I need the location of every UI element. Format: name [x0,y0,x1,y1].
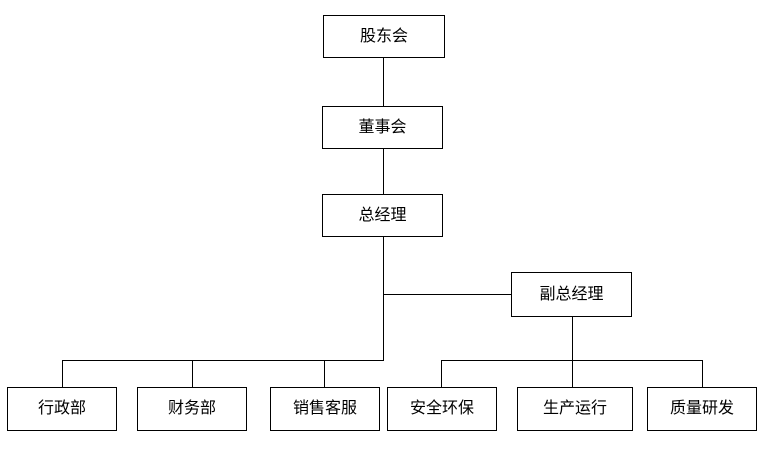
connector-drop-safety [441,360,442,387]
node-deputy-general-manager: 副总经理 [511,272,632,317]
node-safety-env: 安全环保 [387,387,497,431]
node-sales-service: 销售客服 [270,387,380,431]
node-general-manager: 总经理 [322,194,443,237]
connector-left-bus [62,360,384,361]
connector-deputy-trunk [572,317,573,361]
node-board: 董事会 [322,106,443,149]
node-finance-dept: 财务部 [137,387,247,431]
node-shareholders: 股东会 [323,15,445,58]
connector-drop-sales [324,360,325,387]
connector-general-manager-trunk [383,237,384,361]
connector-shareholders-board [383,58,384,106]
connector-drop-quality [702,360,703,387]
connector-drop-finance [192,360,193,387]
node-quality-rd: 质量研发 [647,387,757,431]
node-production-ops: 生产运行 [517,387,633,431]
connector-drop-admin [62,360,63,387]
connector-drop-production [572,360,573,387]
connector-general-manager-deputy [383,294,511,295]
node-admin-dept: 行政部 [7,387,117,431]
connector-board-general-manager [383,149,384,194]
